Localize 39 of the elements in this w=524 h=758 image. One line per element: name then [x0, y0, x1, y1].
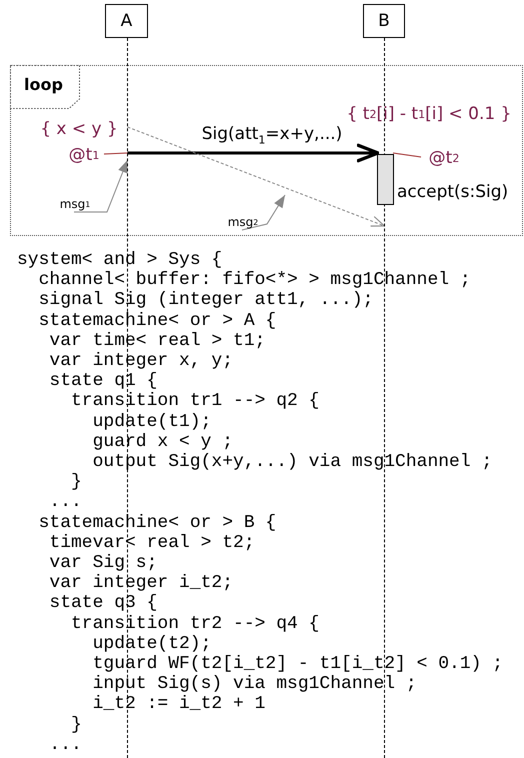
edge-label: Sig(att$_{1}$=x+y,...): [202, 124, 342, 146]
code-line: system< and > Sys {: [17, 250, 222, 270]
code-line: statemachine< or > A {: [38, 310, 276, 331]
lifeline-head: B: [363, 4, 405, 38]
time-mark-line: [392, 152, 422, 158]
leader-line: [242, 194, 286, 230]
code-line: }: [70, 714, 82, 735]
code-line: var integer i_t2;: [48, 573, 234, 594]
code-line: ...: [48, 492, 82, 513]
action-label: accept(s:Sig): [397, 181, 510, 204]
constraint-label: { x < y }: [41, 118, 117, 140]
code-line: guard x < y ;: [92, 432, 234, 452]
activation-bar: [377, 154, 394, 205]
code-line: transition tr2 --> q4 {: [70, 614, 320, 634]
leader-line: [74, 160, 128, 212]
message-arrow: [127, 126, 386, 227]
code-line: var time< real > t1;: [48, 330, 266, 352]
time-mark-line: [104, 152, 128, 154]
code-line: input Sig(s) via msg1Channel ;: [92, 674, 417, 694]
code-line: ...: [48, 734, 82, 756]
code-line: timevar< real > t2;: [48, 532, 255, 554]
code-line: tguard WF(t2[i_t2] - t1[i_t2] < 0.1) ;: [92, 654, 504, 674]
code-line: output Sig(x+y,...) via msg1Channel ;: [92, 452, 492, 472]
code-line: var Sig s;: [48, 553, 158, 574]
code-line: update(t1);: [92, 412, 212, 432]
loop-frame: [10, 65, 523, 236]
code-line: statemachine< or > B {: [38, 512, 276, 533]
code-line: channel< buffer: fifo<*> > msg1Channel ;: [38, 270, 471, 290]
code-line: var integer x, y;: [48, 351, 234, 372]
code-line: state q3 {: [48, 593, 158, 614]
message-arrow: [128, 144, 380, 162]
code-line: signal Sig (integer att1, ...);: [38, 290, 374, 311]
code-line: update(t2);: [92, 634, 212, 654]
lifeline-head: A: [105, 4, 148, 38]
code-line: i_t2 := i_t2 + 1: [92, 694, 266, 715]
code-line: transition tr1 --> q2 {: [70, 391, 320, 412]
code-line: state q1 {: [48, 371, 158, 392]
code-line: }: [70, 472, 82, 492]
frame-title: loop: [24, 75, 63, 94]
